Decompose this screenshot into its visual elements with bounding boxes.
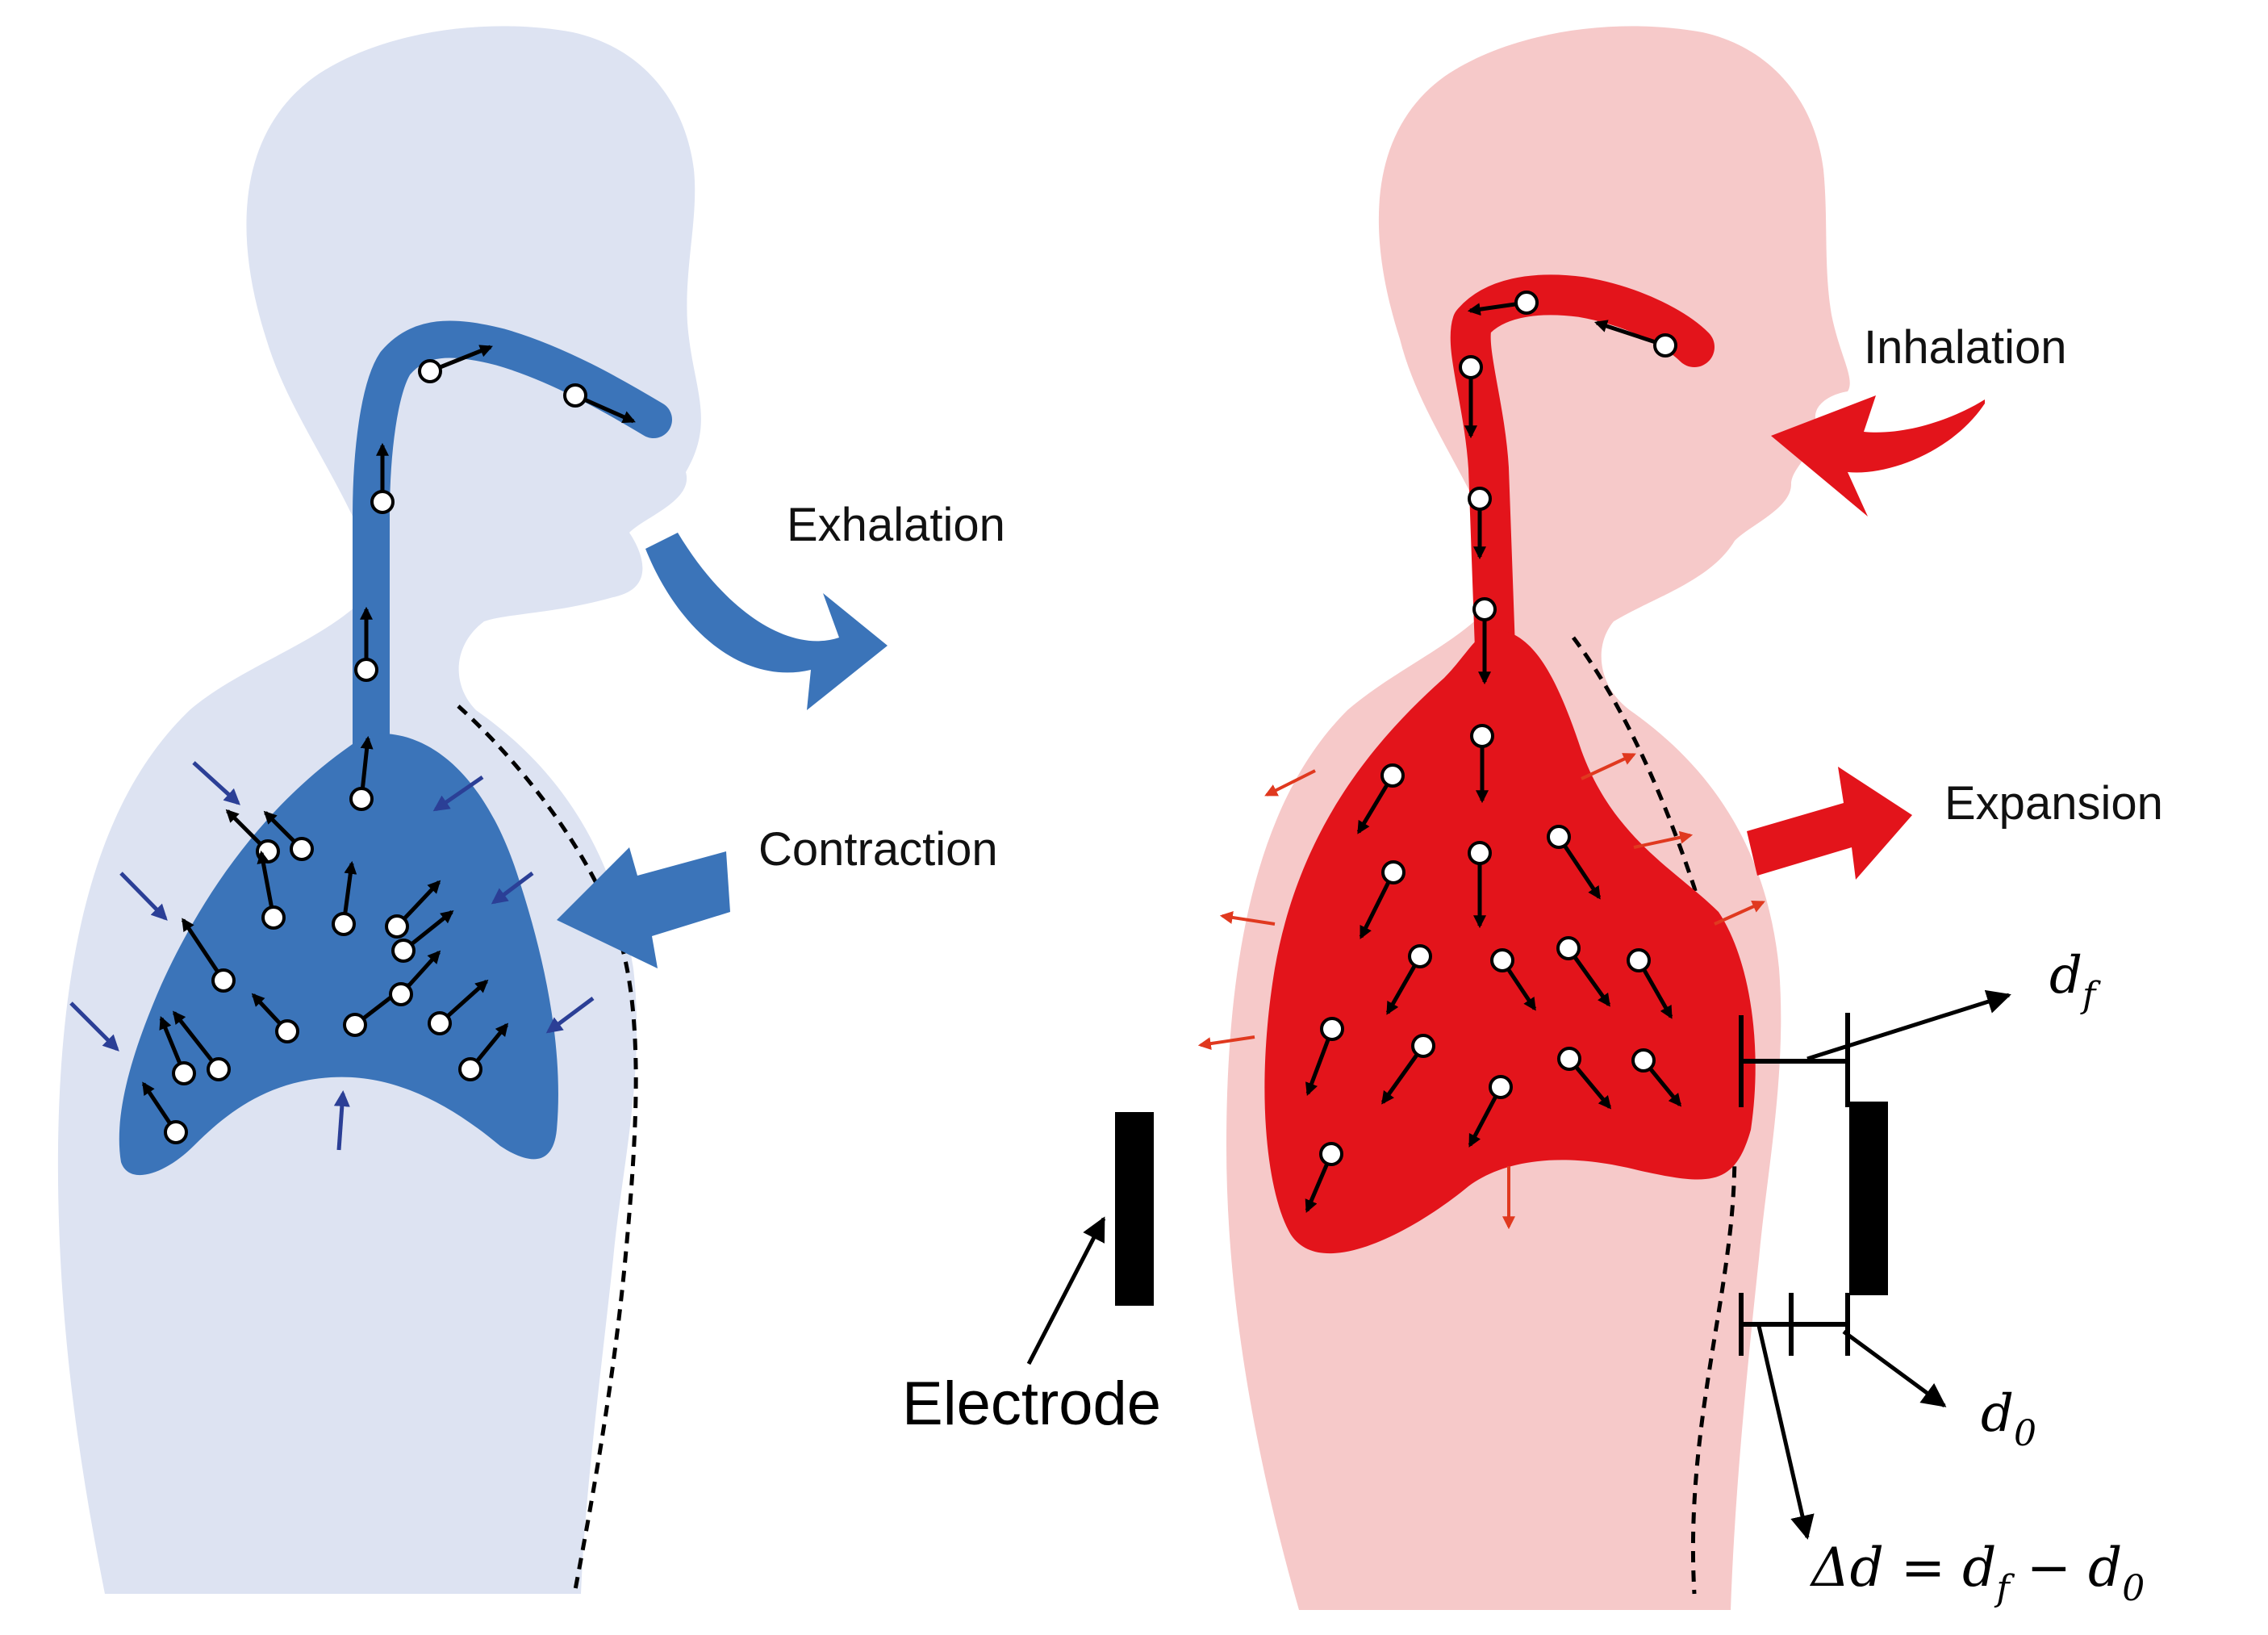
exhale-air-molecule xyxy=(354,606,378,682)
inhalation-label: Inhalation xyxy=(1864,321,2067,374)
d0-bracket xyxy=(1739,1293,1850,1356)
electrode-pointer-arrow xyxy=(1026,1216,1106,1365)
inhale-air-molecule xyxy=(1593,320,1677,358)
inhale-molecules xyxy=(1305,291,1682,1213)
inhale-air-molecule xyxy=(1467,291,1539,316)
expansion-arrow xyxy=(1747,767,1912,880)
inhale-air-molecule xyxy=(1468,841,1492,929)
inhale-air-molecule xyxy=(1472,597,1497,685)
exhale-airway xyxy=(353,320,672,793)
exhalation-arrow xyxy=(645,533,888,710)
inhale-airway xyxy=(1450,274,1715,714)
inhale-expansion-arrows xyxy=(1197,753,1765,1230)
exhale-air-molecule xyxy=(370,442,395,514)
exhale-air-molecule xyxy=(391,910,454,963)
exhale-air-molecule xyxy=(332,860,357,936)
exhale-air-molecule xyxy=(251,993,299,1043)
inhale-chest-dashed-line xyxy=(1571,636,1737,1595)
inhale-air-molecule xyxy=(1359,860,1405,939)
exhale-air-molecule xyxy=(389,950,441,1006)
inhale-air-molecule xyxy=(1305,1142,1343,1213)
inhale-air-molecule xyxy=(1468,487,1492,560)
inhalation-panel: Inhalation Expansion Electrode df d0 xyxy=(902,26,2163,1610)
df-bracket xyxy=(1739,1013,1850,1107)
exhale-contraction-arrows xyxy=(69,761,595,1151)
expansion-label: Expansion xyxy=(1944,777,2163,830)
df-pointer-arrow xyxy=(1806,989,2011,1061)
contraction-label: Contraction xyxy=(758,823,998,876)
exhale-air-molecule xyxy=(418,345,493,383)
inhale-air-molecule xyxy=(1305,1017,1344,1096)
inhale-air-molecule xyxy=(1631,1048,1682,1107)
inhale-air-molecule xyxy=(1470,724,1494,804)
exhale-air-molecule xyxy=(257,850,286,930)
exhalation-label: Exhalation xyxy=(787,499,1005,551)
exhale-air-molecule xyxy=(428,979,489,1035)
delta-d-equation: Δd = df − d0 xyxy=(1809,1537,2145,1609)
delta-d-pointer-arrow xyxy=(1756,1325,1815,1540)
inhale-air-molecule xyxy=(1468,1075,1513,1148)
inhale-air-molecule xyxy=(1356,763,1405,834)
electrode-front xyxy=(1849,1102,1888,1295)
exhale-air-molecule xyxy=(563,383,636,424)
exhalation-panel: Exhalation Contraction xyxy=(57,26,1005,1595)
inhale-air-molecule xyxy=(1490,948,1537,1011)
exhale-air-molecule xyxy=(263,810,314,861)
d0-pointer-arrow xyxy=(1842,1329,1947,1408)
inhale-air-molecule xyxy=(1556,936,1611,1007)
electrode-back xyxy=(1115,1112,1154,1306)
exhale-air-molecule xyxy=(181,918,236,993)
inhale-air-molecule xyxy=(1459,355,1483,439)
df-label: df xyxy=(2049,946,2101,1016)
exhale-air-molecule xyxy=(159,1016,196,1085)
exhale-air-molecule xyxy=(173,1010,231,1081)
exhale-air-molecule xyxy=(385,880,441,939)
exhale-air-molecule xyxy=(349,735,374,811)
exhale-air-molecule xyxy=(141,1081,188,1144)
electrode-label: Electrode xyxy=(902,1369,1161,1438)
exhale-air-molecule xyxy=(458,1022,509,1081)
inhale-air-molecule xyxy=(1380,1034,1435,1105)
exhale-molecules xyxy=(141,345,636,1144)
inhale-air-molecule xyxy=(1557,1047,1612,1110)
inhalation-arrow xyxy=(1771,395,1985,516)
d0-label: d0 xyxy=(1981,1384,2036,1454)
inhale-air-molecule xyxy=(1385,944,1432,1015)
exhale-chest-dashed-line xyxy=(457,705,638,1595)
inhale-air-molecule xyxy=(1547,825,1602,900)
inhale-air-molecule xyxy=(1627,948,1673,1019)
contraction-arrow xyxy=(557,847,730,968)
